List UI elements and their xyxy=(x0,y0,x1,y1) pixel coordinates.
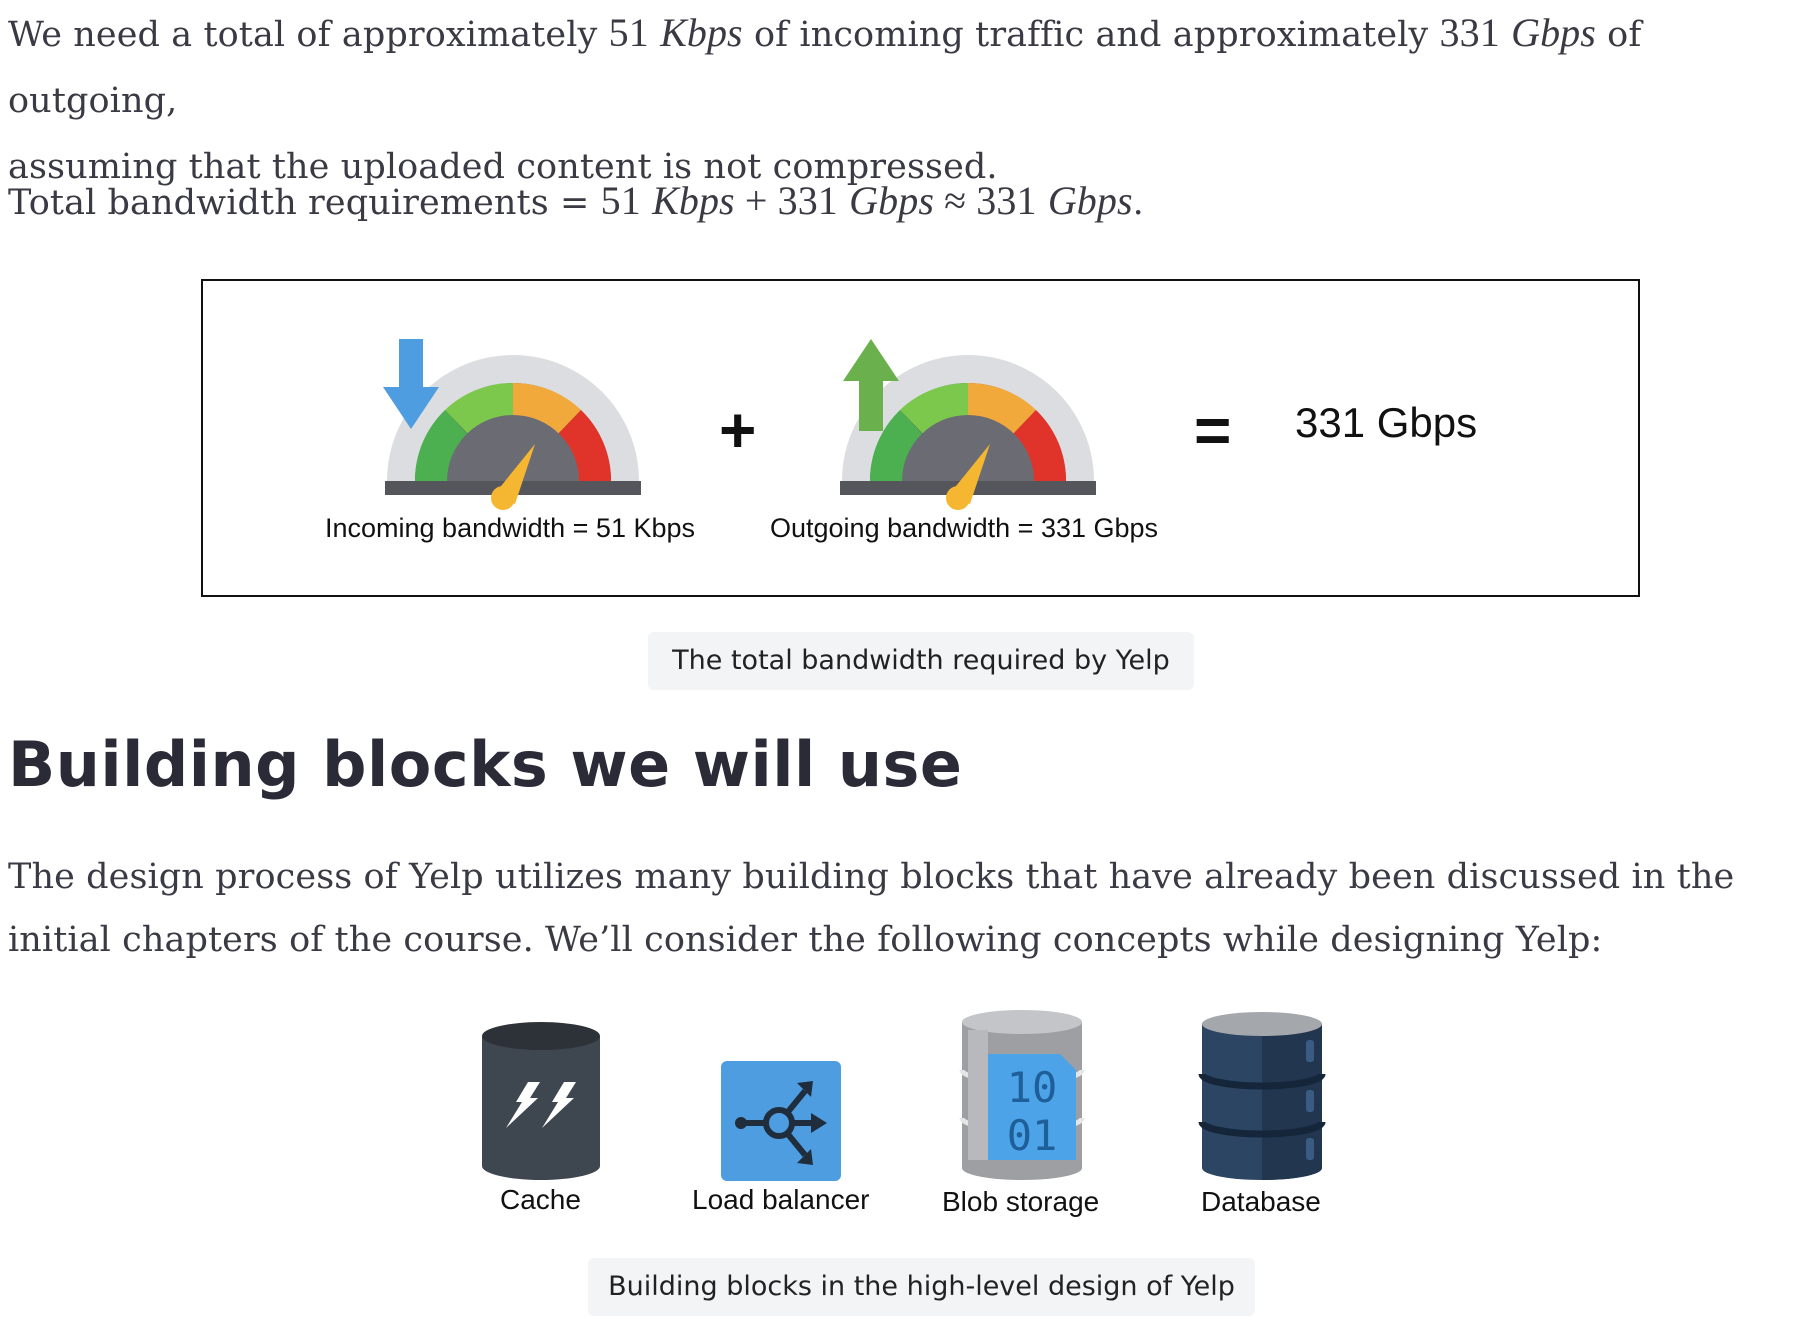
blob-digits-bottom: 01 xyxy=(1007,1111,1058,1160)
formula-unit: Gbps xyxy=(849,178,934,223)
arrow-up-icon xyxy=(843,339,899,431)
outgoing-unit: Gbps xyxy=(1511,10,1596,55)
incoming-value: 51 xyxy=(608,10,649,55)
figure-caption: The total bandwidth required by Yelp xyxy=(648,632,1194,690)
incoming-gauge-icon xyxy=(385,355,641,510)
load-balancer-label: Load balancer xyxy=(692,1184,870,1215)
section-heading: Building blocks we will use xyxy=(8,728,963,801)
bandwidth-figure: Incoming bandwidth = 51 Kbps + Outgoing … xyxy=(201,279,1640,597)
blob-storage-icon: 10 01 xyxy=(959,1010,1085,1180)
outgoing-gauge-icon xyxy=(840,355,1096,510)
formula-operator: + xyxy=(734,178,778,223)
load-balancer-icon xyxy=(721,1061,841,1181)
intro-text: of incoming traffic and approximately xyxy=(742,15,1440,55)
total-bandwidth-formula: Total bandwidth requirements = 51 Kbps +… xyxy=(8,168,1798,236)
incoming-unit: Kbps xyxy=(660,10,743,55)
formula-unit: Kbps xyxy=(652,178,735,223)
cache-label: Cache xyxy=(500,1184,581,1215)
formula-label: Total bandwidth requirements = xyxy=(8,183,601,223)
cache-icon xyxy=(482,1022,600,1180)
outgoing-value: 331 xyxy=(1439,10,1500,55)
outgoing-bandwidth-label: Outgoing bandwidth = 331 Gbps xyxy=(770,513,1159,543)
incoming-bandwidth-label: Incoming bandwidth = 51 Kbps xyxy=(325,513,695,543)
formula-number: 331 xyxy=(777,178,838,223)
plus-sign: + xyxy=(719,394,757,466)
formula-number: 331 xyxy=(976,178,1037,223)
formula-number: 51 xyxy=(600,178,641,223)
intro-text: of outgoing, xyxy=(8,15,1642,121)
section-body: The design process of Yelp utilizes many… xyxy=(8,857,1735,960)
arrow-down-icon xyxy=(383,339,439,429)
intro-text: We need a total of approximately xyxy=(8,15,609,55)
blob-storage-label: Blob storage xyxy=(942,1186,1100,1217)
figure-caption: Building blocks in the high-level design… xyxy=(588,1258,1255,1316)
formula-unit: Gbps xyxy=(1047,178,1133,223)
equals-sign: = xyxy=(1194,394,1232,466)
blob-digits-top: 10 xyxy=(1007,1063,1058,1112)
database-icon xyxy=(1198,1012,1326,1180)
total-result: 331 Gbps xyxy=(1295,399,1478,446)
intro-text: assuming that the uploaded content is no… xyxy=(8,147,998,187)
formula-operator: ≈ xyxy=(934,178,977,223)
database-label: Database xyxy=(1201,1186,1321,1217)
formula-end: . xyxy=(1132,183,1144,223)
intro-paragraph: We need a total of approximately 51 Kbps… xyxy=(8,0,1798,200)
